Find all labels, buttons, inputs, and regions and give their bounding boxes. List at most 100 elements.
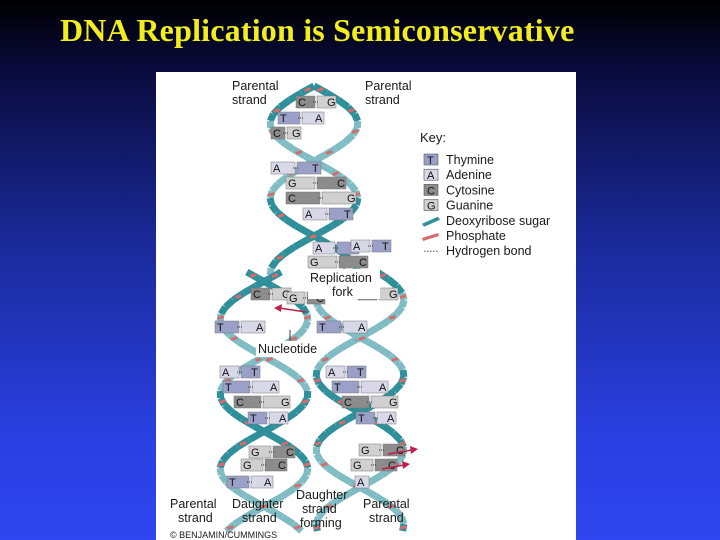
sugar-segment (317, 430, 330, 443)
base-letter: C (396, 445, 404, 457)
base-letter: A (358, 322, 366, 334)
base-letter: T (382, 241, 389, 253)
phosphate-mark (313, 525, 321, 530)
base-A (354, 475, 370, 489)
base-letter: G (353, 460, 362, 472)
sugar-segment (247, 429, 264, 444)
sugar-segment (313, 452, 324, 463)
arrow-head (410, 446, 418, 454)
sugar-segment (353, 120, 362, 129)
base-letter: A (222, 367, 230, 379)
sugar-segment (303, 467, 312, 476)
sugar-segment (315, 507, 328, 520)
sugar-segment (266, 120, 275, 129)
phosphate-mark (249, 273, 257, 278)
sugar-segment (342, 485, 359, 500)
key-label: Hydrogen bond (446, 244, 532, 258)
phosphate-mark (301, 399, 309, 404)
key-swatch-phosphate (422, 233, 439, 241)
sugar-segment (312, 515, 322, 526)
phosphate-mark (276, 255, 284, 260)
base-letter: C (388, 460, 396, 472)
base-letter: T (225, 382, 232, 394)
sugar-segment (324, 423, 339, 436)
base-letter: T (280, 113, 287, 125)
sugar-segment (325, 465, 341, 478)
sugar-segment (336, 471, 352, 486)
phosphate-mark (387, 504, 395, 509)
phosphate-mark (325, 150, 333, 155)
base-letter: T (358, 413, 365, 425)
phosphate-mark (235, 294, 242, 299)
sugar-segment (275, 174, 289, 187)
sugar-segment (368, 471, 384, 486)
key-label: Thymine (446, 153, 494, 167)
base-letter: T (229, 477, 236, 489)
sugar-segment (287, 90, 304, 103)
sugar-segment (268, 506, 285, 521)
sugar-segment (398, 515, 408, 526)
phosphate-mark (388, 315, 396, 320)
sugar-segment (381, 423, 396, 436)
sugar-segment (266, 267, 275, 276)
sugar-segment (243, 506, 260, 521)
copyright: © BENJAMIN/CUMMINGS (170, 530, 277, 540)
phosphate-mark (295, 150, 303, 155)
sugar-segment (281, 244, 297, 257)
sugar-segment (294, 222, 311, 237)
sugar-segment (283, 216, 299, 229)
nucleotide-arrows (274, 304, 418, 470)
base-letter: A (256, 322, 264, 334)
phosphate-mark (277, 213, 285, 218)
sugar-segment (315, 304, 327, 317)
base-letter: C (278, 460, 286, 472)
sugar-segment (269, 181, 281, 194)
base-letter: C (359, 257, 367, 269)
label-bottom-daughter-left-1: Daughter (232, 497, 283, 511)
base-letter: C (286, 447, 294, 459)
label-bottom-daughter-left-2: strand (242, 511, 277, 525)
phosphate-mark (379, 273, 387, 278)
label-replication-fork-2: fork (332, 285, 354, 299)
phosphate-mark (230, 336, 238, 341)
phosphate-mark (267, 192, 275, 197)
phosphate-mark (324, 315, 332, 320)
key-label: Adenine (446, 168, 492, 182)
sugar-segment (301, 319, 312, 330)
sugar-segment (336, 97, 350, 110)
base-letter: G (289, 293, 298, 305)
sugar-segment (295, 325, 308, 338)
sugar-segment (268, 259, 279, 270)
phosphate-mark (294, 525, 301, 530)
sugar-segment (218, 472, 230, 485)
phosphate-mark (391, 357, 399, 362)
sugar-segment (266, 197, 276, 206)
sugar-segment (366, 338, 383, 353)
sugar-segment (264, 429, 281, 444)
base-letter: A (315, 113, 323, 125)
phosphate-mark (398, 378, 406, 383)
sugar-segment (222, 402, 235, 415)
phosphate-mark (314, 441, 322, 446)
phosphate-mark (217, 315, 225, 320)
sugar-segment (312, 369, 321, 378)
base-pair: A (354, 475, 370, 489)
sugar-segment (216, 467, 225, 476)
phosphate-mark (304, 87, 312, 92)
phosphate-mark (255, 357, 263, 362)
sugar-segment (280, 139, 295, 152)
sugar-segment (292, 236, 309, 251)
base-letter: A (353, 241, 361, 253)
sugar-segment (398, 299, 408, 308)
base-letter: T (251, 367, 258, 379)
sugar-segment (391, 381, 404, 394)
key-label: Phosphate (446, 229, 506, 243)
sugar-segment (299, 305, 310, 316)
